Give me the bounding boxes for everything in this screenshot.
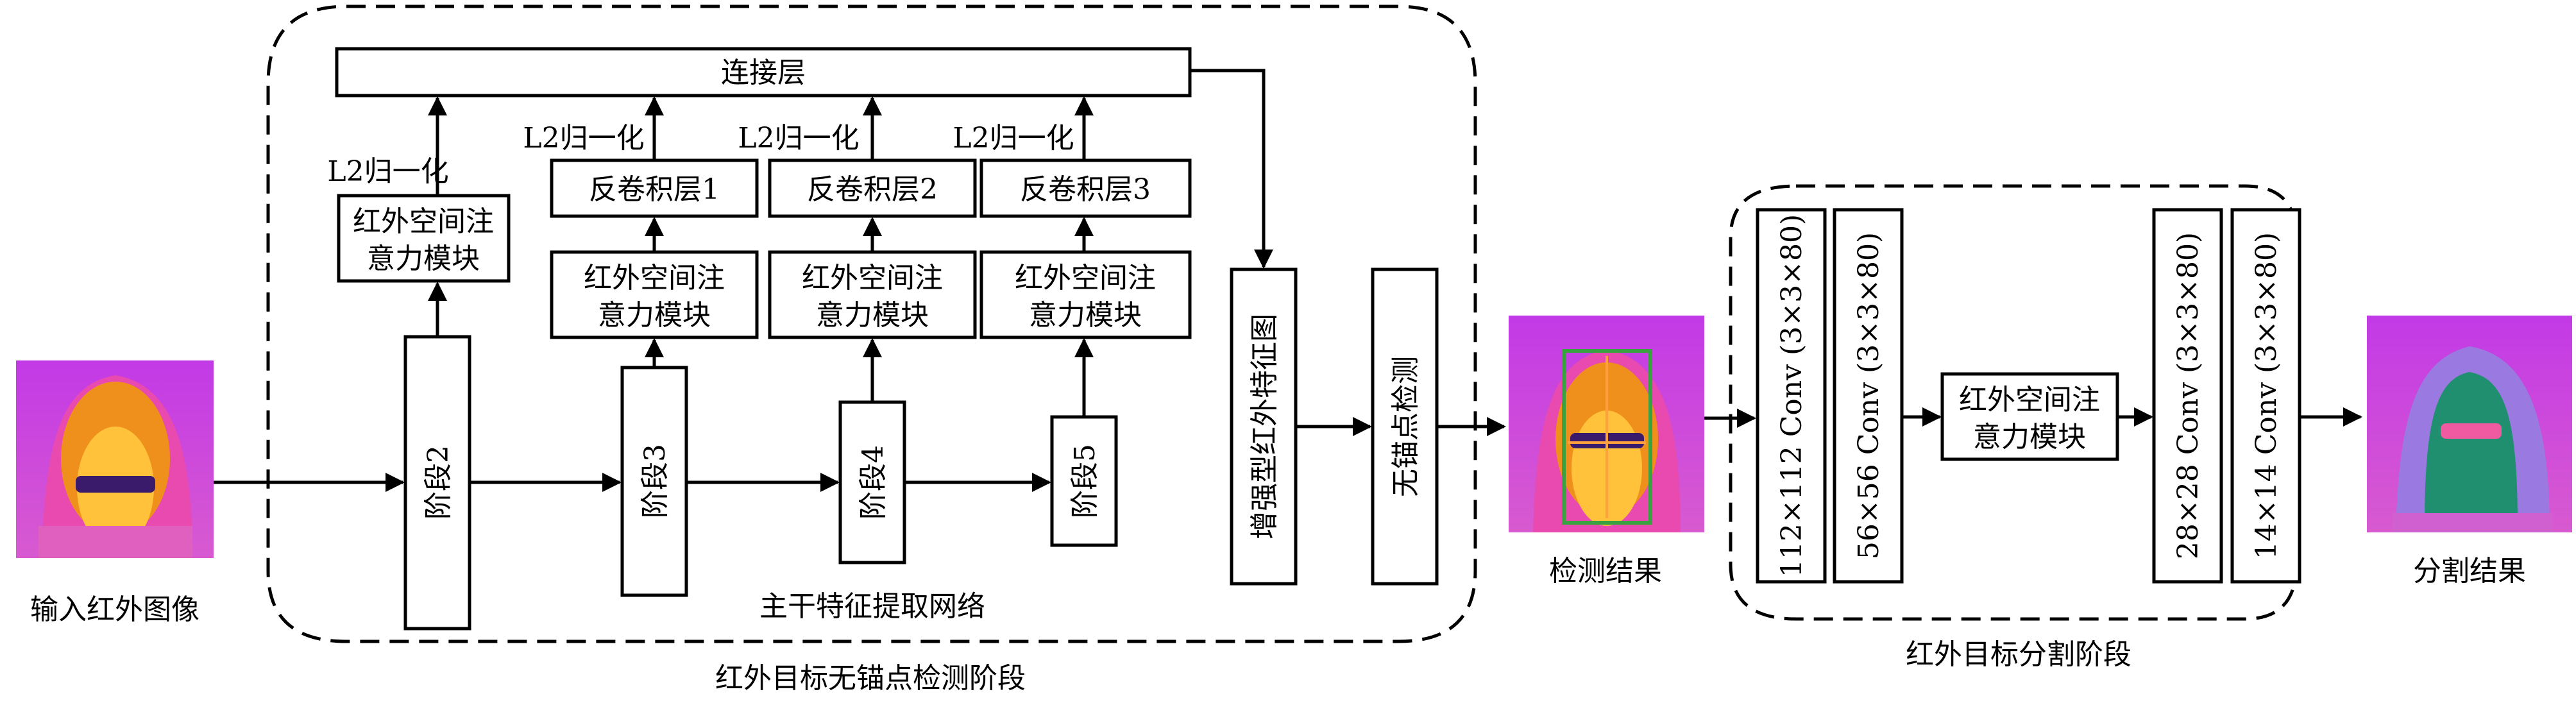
deconv2-label: 反卷积层2 xyxy=(807,173,938,206)
detection-caption: 检测结果 xyxy=(1549,555,1662,588)
attention-module-s4 xyxy=(768,250,977,339)
conv-56-box xyxy=(1833,208,1904,584)
attention-module-seg xyxy=(1940,372,2119,461)
attention-s3-line2: 意力模块 xyxy=(598,299,711,332)
conv-112-box xyxy=(1756,208,1827,584)
detection-stage-region xyxy=(266,4,1477,643)
enhanced-feature-map-box xyxy=(1230,267,1298,586)
input-thermal-image xyxy=(16,360,214,558)
anchor-free-detection-box xyxy=(1371,267,1439,586)
stage4-box xyxy=(838,400,906,564)
deconv-layer-3 xyxy=(979,158,1192,218)
stage2-box xyxy=(403,335,471,631)
attention-s4-line1: 红外空间注 xyxy=(802,262,943,294)
detection-result-image xyxy=(1509,316,1704,532)
segmentation-result-image xyxy=(2367,316,2572,532)
stage2-label: 阶段2 xyxy=(422,445,455,520)
attention-s5-line1: 红外空间注 xyxy=(1015,262,1156,294)
l2-norm-s2: L2归一化 xyxy=(327,155,448,188)
conv-28-box xyxy=(2152,208,2223,584)
deconv1-label: 反卷积层1 xyxy=(589,173,720,206)
deconv3-label: 反卷积层3 xyxy=(1020,173,1151,206)
concat-label: 连接层 xyxy=(721,56,806,89)
detection-stage-label: 红外目标无锚点检测阶段 xyxy=(715,662,1026,695)
conv-14-box xyxy=(2230,208,2301,584)
conv1-label: 112×112 Conv (3×3×80) xyxy=(1775,214,1808,577)
enhanced-map-label: 增强型红外特征图 xyxy=(1248,314,1281,539)
attention-s5-line2: 意力模块 xyxy=(1029,299,1142,332)
l2-norm-s3: L2归一化 xyxy=(523,122,644,155)
input-caption: 输入红外图像 xyxy=(30,593,199,626)
attention-s2-line1: 红外空间注 xyxy=(353,205,494,238)
conv4-label: 14×14 Conv (3×3×80) xyxy=(2250,232,2283,559)
deconv-layer-2 xyxy=(768,158,977,218)
l2-norm-s5: L2归一化 xyxy=(953,122,1074,155)
attention-seg-line1: 红外空间注 xyxy=(1959,384,2100,416)
detection-connectors xyxy=(214,69,1506,492)
attention-s4-line2: 意力模块 xyxy=(816,299,929,332)
conv2-label: 56×56 Conv (3×3×80) xyxy=(1852,232,1885,559)
attention-module-s2 xyxy=(337,194,511,283)
bbox xyxy=(1562,349,1652,525)
deconv-layer-1 xyxy=(550,158,759,218)
stage4-label: 阶段4 xyxy=(857,445,890,520)
attention-seg-line2: 意力模块 xyxy=(1973,421,2086,453)
stage3-label: 阶段3 xyxy=(639,444,672,518)
attention-module-s3 xyxy=(550,250,759,339)
concat-layer xyxy=(335,47,1192,97)
stage5-box xyxy=(1050,415,1118,547)
segmentation-caption: 分割结果 xyxy=(2413,555,2526,588)
conv3-label: 28×28 Conv (3×3×80) xyxy=(2172,232,2205,559)
stage5-label: 阶段5 xyxy=(1069,444,1101,518)
attention-s2-line2: 意力模块 xyxy=(367,242,480,275)
anchor-free-label: 无锚点检测 xyxy=(1389,356,1422,497)
attention-s3-line1: 红外空间注 xyxy=(584,262,725,294)
backbone-label: 主干特征提取网络 xyxy=(759,590,985,623)
l2-norm-s4: L2归一化 xyxy=(738,122,859,155)
attention-module-s5 xyxy=(979,250,1192,339)
segmentation-stage-label: 红外目标分割阶段 xyxy=(1906,638,2131,671)
